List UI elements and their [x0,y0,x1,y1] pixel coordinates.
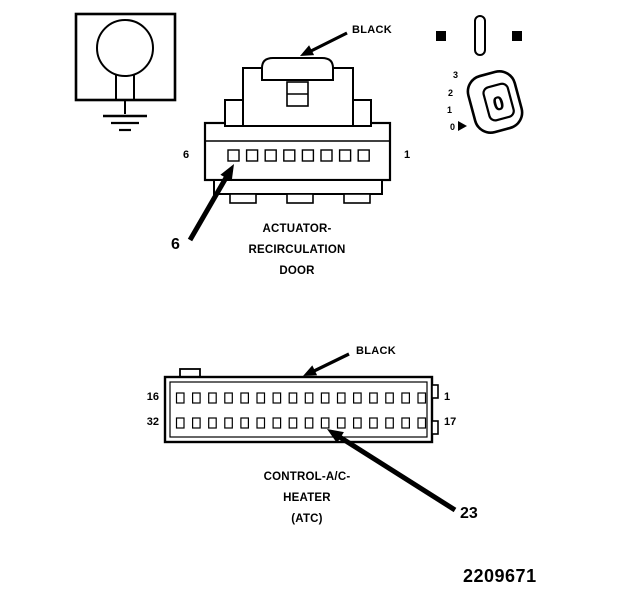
connector-pin-cavity [192,392,201,404]
top-pin-left-number: 6 [183,149,190,161]
connector-pin-cavity [320,392,330,404]
bottom-pin-16-number: 16 [146,391,159,403]
top-connector-caption: ACTUATOR- RECIRCULATION DOOR [222,219,372,282]
connector-pin-cavity [401,417,410,429]
connector-side-tab-bottom [431,420,439,435]
dial-pointer-icon [458,121,467,131]
connector-latch-dome [261,57,334,81]
caption-line: DOOR [279,265,315,277]
caption-line: HEATER [283,492,331,504]
top-connector-color-label: BLACK [352,24,392,36]
dial-position-3: 3 [453,70,458,80]
connector-pin-cavity [353,392,362,404]
connector-pin-cavity [288,417,298,429]
dial-mark-left [436,31,446,41]
connector-side-tab-top [431,384,439,399]
bottom-black-arrow [303,352,350,376]
connector-pin-cavity [320,417,330,429]
connector-pin-cavity [208,392,217,404]
connector-pin-cavity [256,392,266,404]
connector-index-tab [179,368,201,378]
connector-pin-cavity [304,417,314,429]
connector-pin-cavity [264,149,277,162]
dial-mark-right [512,31,522,41]
atc-control-connector-drawing [163,368,439,444]
connector-pin-cavity [208,417,217,429]
connector-pin-cavity [304,392,314,404]
bottom-connector-pin-row-1 [175,392,427,404]
connector-pin-cavity [320,149,333,162]
connector-pin-cavity [192,417,201,429]
key-blade-icon [474,15,486,56]
connector-pin-cavity [224,392,233,404]
dial-position-2: 2 [448,88,453,98]
caption-line: RECIRCULATION [248,244,346,256]
connector-pin-cavity [256,417,266,429]
connector-pin-cavity [175,417,185,429]
pin6-callout-arrow [187,164,234,242]
connector-pin-cavity [369,392,378,404]
bottom-callout-number: 23 [460,505,478,522]
callout-arrows [187,31,457,513]
connector-pin-cavity [272,417,282,429]
bottom-connector-caption: CONTROL-A/C- HEATER (ATC) [232,467,382,530]
dial-position-1: 1 [447,105,452,115]
connector-pin-cavity [240,417,249,429]
connector-pin-cavity [417,392,427,404]
connector-pin-cavity [385,392,394,404]
caption-line: (ATC) [291,513,323,525]
connector-pin-cavity [401,392,410,404]
bottom-connector-color-label: BLACK [356,345,396,357]
ground-symbol-icon [74,12,177,132]
dial-position-0: 0 [450,122,455,132]
connector-pin-cavity [272,392,282,404]
connector-pin-cavity [353,417,362,429]
connector-pin-cavity [283,149,296,162]
connector-lip [213,179,383,195]
figure-part-number: 2209671 [463,566,537,586]
top-callout-number: 6 [171,236,180,253]
top-connector-pin-row [227,149,370,162]
key-position-value: 0 [490,92,506,116]
key-cylinder [482,82,515,122]
bottom-pin-17-number: 17 [444,416,457,428]
connector-pin-cavity [227,149,240,162]
bottom-pin-32-number: 32 [146,416,159,428]
connector-pin-cavity [224,417,233,429]
connector-pin-cavity [336,417,346,429]
recirc-actuator-connector-drawing [203,57,392,204]
connector-pin-cavity [301,149,315,162]
connector-pin-cavity [245,149,259,162]
connector-pin-cavity [175,392,185,404]
connector-pin-cavity [240,392,249,404]
ground-symbol-coil [96,19,154,77]
connector-pin-cavity [288,392,298,404]
bottom-connector-pin-row-2 [175,417,427,429]
connector-pin-cavity [417,417,427,429]
connector-pin-cavity [357,149,370,162]
pin23-callout-arrow [327,429,457,513]
connector-pin-cavity [385,417,394,429]
connector-pin-cavity [336,392,346,404]
caption-line: CONTROL-A/C- [263,471,351,483]
ground-symbol-box [74,12,177,102]
connector-inner-wall [169,381,428,438]
top-black-arrow [300,31,348,56]
connector-pin-cavity [338,149,352,162]
caption-line: ACTUATOR- [262,223,332,235]
top-pin-right-number: 1 [404,149,411,161]
ignition-switch-icon: 0 3 2 1 0 [436,15,524,134]
connector-pin-cavity [369,417,378,429]
bottom-pin-1-number: 1 [444,391,451,403]
